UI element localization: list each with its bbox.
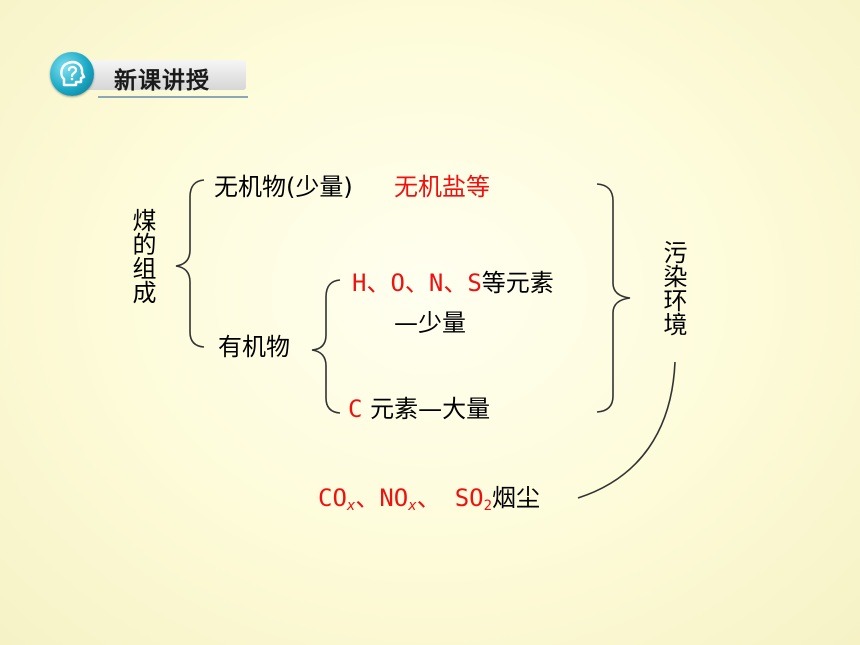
minor-elements-suffix: 等元素 bbox=[481, 269, 554, 297]
carbon-line: C 元素—大量 bbox=[348, 394, 490, 424]
minor-elements-amount: —少量 bbox=[394, 309, 466, 337]
minor-elements: H、O、N、S bbox=[352, 269, 482, 297]
section-header: 新课讲授 bbox=[50, 52, 250, 100]
carbon-element: C bbox=[348, 395, 363, 423]
pollutant-dust: 烟尘 bbox=[492, 484, 541, 512]
root-brace bbox=[175, 179, 205, 348]
root-label-coal-composition: 煤的组成 bbox=[128, 208, 156, 304]
header-underline bbox=[98, 96, 248, 98]
head-question-icon bbox=[50, 52, 94, 96]
header-title: 新课讲授 bbox=[114, 68, 210, 94]
organic-label: 有机物 bbox=[218, 333, 290, 361]
pollutant-cox: COx bbox=[318, 484, 356, 514]
pollution-arc bbox=[577, 361, 676, 499]
pollutants-line: COx、NOx、SO2烟尘 bbox=[318, 484, 541, 514]
pollutant-so2: SO2 bbox=[454, 484, 493, 514]
inorganic-label: 无机物(少量) bbox=[214, 173, 353, 201]
pollutant-nox: NOx bbox=[379, 484, 417, 514]
organic-brace bbox=[311, 279, 341, 414]
minor-elements-line: H、O、N、S等元素 bbox=[352, 268, 554, 298]
carbon-suffix: 元素—大量 bbox=[362, 395, 491, 423]
inorganic-example: 无机盐等 bbox=[394, 173, 490, 201]
pollution-label: 污染环境 bbox=[659, 240, 687, 336]
pollution-brace bbox=[596, 183, 631, 413]
